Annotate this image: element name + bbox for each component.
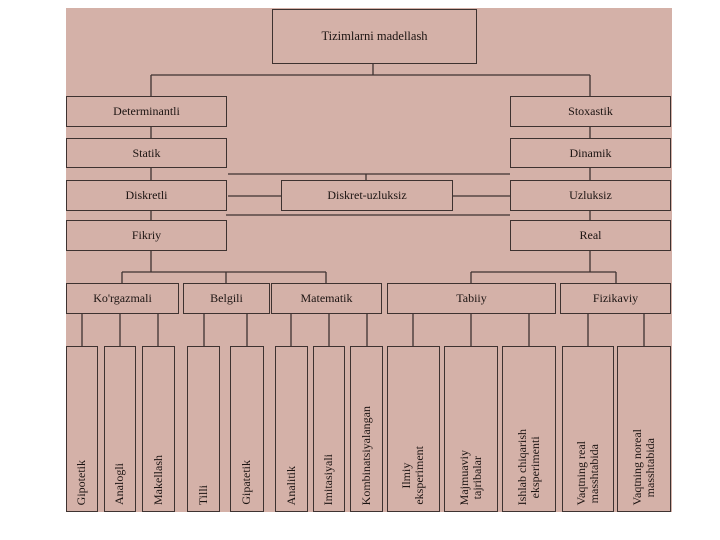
leaf-label: Vaqtning real masshtabida (573, 440, 601, 505)
node-belgili: Belgili (183, 283, 270, 314)
node-tabiiy: Tabiiy (387, 283, 556, 314)
leaf-label: Majmuaviy tajribalar (456, 449, 484, 505)
leaf-label: Makellash (150, 455, 165, 505)
node-matematik: Matematik (271, 283, 382, 314)
leaf-imitasiyali: Imitasiyali (313, 346, 345, 512)
leaf-majmuaviy-tajribalar: Majmuaviy tajribalar (444, 346, 498, 512)
leaf-gipatetik: Gipatetik (230, 346, 264, 512)
node-fizikaviy: Fizikaviy (560, 283, 671, 314)
leaf-label: Ilmiy eksperiment (399, 446, 427, 505)
node-diskret-uzluksiz: Diskret-uzluksiz (281, 180, 453, 211)
leaf-label: Gipatetik (239, 460, 254, 505)
node-real: Real (510, 220, 671, 251)
node-diskretli: Diskretli (66, 180, 227, 211)
node-fikriy: Fikriy (66, 220, 227, 251)
leaf-label: Kombinatsiyalangan (358, 405, 373, 505)
leaf-gipotetik: Gipotetik (66, 346, 98, 512)
node-uzluksiz: Uzluksiz (510, 180, 671, 211)
leaf-analitik: Analitik (275, 346, 308, 512)
leaf-ilmiy-eksperiment: Ilmiy eksperiment (387, 346, 440, 512)
leaf-makellash: Makellash (142, 346, 175, 512)
leaf-ishlab-chiqarish: Ishlab chiqarish eksperimenti (502, 346, 556, 512)
leaf-kombinatsiyalangan: Kombinatsiyalangan (350, 346, 383, 512)
leaf-tilli: Tilli (187, 346, 220, 512)
leaf-label: Vaqtning noreal masshtabida (629, 428, 657, 505)
leaf-label: Imitasiyali (321, 453, 336, 505)
node-root: Tizimlarni madellash (272, 9, 477, 64)
node-dinamik: Dinamik (510, 138, 671, 168)
node-statik: Statik (66, 138, 227, 168)
leaf-label: Tilli (195, 484, 210, 505)
node-korgazmali: Ko'rgazmali (66, 283, 179, 314)
leaf-label: Analogli (112, 463, 127, 505)
leaf-label: Gipotetik (74, 459, 89, 505)
leaf-label: Analitik (283, 465, 298, 505)
leaf-analogli: Analogli (104, 346, 136, 512)
leaf-vaqtning-noreal: Vaqtning noreal masshtabida (617, 346, 671, 512)
node-determinantli: Determinantli (66, 96, 227, 127)
leaf-label: Ishlab chiqarish eksperimenti (514, 428, 542, 505)
leaf-vaqtning-real: Vaqtning real masshtabida (562, 346, 614, 512)
node-stoxastik: Stoxastik (510, 96, 671, 127)
